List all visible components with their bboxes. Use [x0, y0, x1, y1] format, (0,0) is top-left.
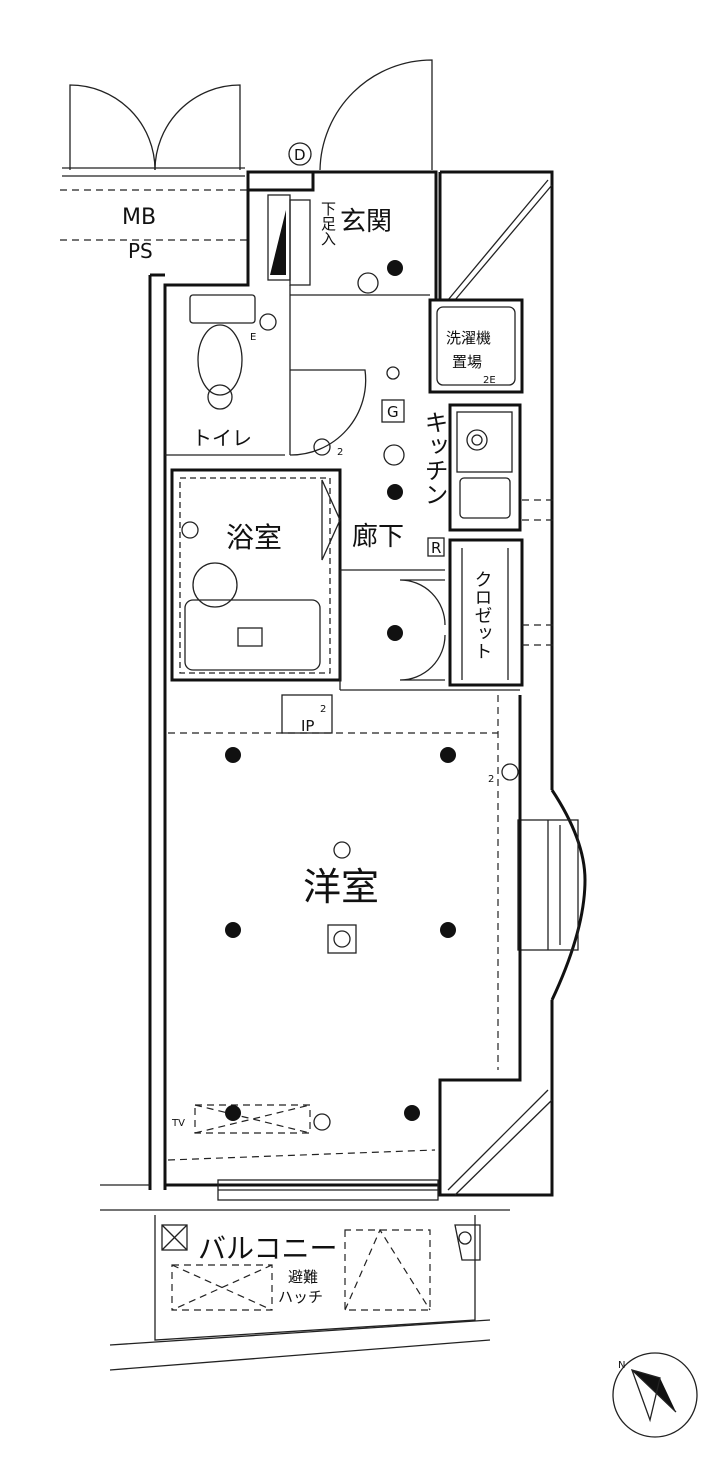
door-marker: D [294, 146, 306, 164]
compass-north-label: N [618, 1360, 625, 1371]
kitchen-label: キッチン [420, 410, 448, 506]
hallway-closet-area [340, 579, 520, 691]
ceiling-lights [225, 260, 456, 1121]
intercom-marker: IP [301, 717, 314, 735]
right-utilities [428, 298, 555, 687]
bath-label: 浴室 [226, 521, 282, 554]
balcony [109, 1215, 491, 1371]
outlet-2a: 2 [337, 447, 343, 458]
escape-hatch-label-1: 避難 [288, 1268, 318, 1286]
outlet-2e: 2E [483, 375, 496, 386]
compass [612, 1352, 698, 1438]
ps-label: PS [128, 239, 153, 263]
laundry-label-2: 置場 [452, 353, 482, 371]
mb-label: MB [122, 205, 156, 230]
walls [100, 170, 587, 1211]
outlet-e: E [250, 332, 256, 343]
balcony-label: バルコニー [198, 1232, 337, 1265]
bath-room [170, 468, 445, 690]
shoe-cabinet-label: 下足入 [292, 201, 337, 246]
closet-label: クロゼット [472, 570, 493, 660]
shoe-cabinet-text: 下足入 [292, 201, 337, 246]
gas-marker: G [387, 403, 399, 421]
fridge-marker: R [431, 539, 441, 557]
genkan-label: 玄関 [340, 207, 392, 237]
western-room [167, 695, 499, 1161]
toilet-room [165, 294, 367, 456]
western-room-label: 洋室 [303, 865, 379, 909]
hallway-label: 廊下 [352, 522, 404, 552]
outlet-2c: 2 [488, 774, 494, 785]
corridor-area [60, 59, 433, 241]
toilet-label: トイレ [192, 426, 252, 450]
fixtures [181, 272, 519, 1131]
tv-marker: TV [171, 1118, 185, 1129]
escape-hatch-label-2: ハッチ [278, 1288, 323, 1306]
entry-zone [246, 170, 430, 455]
outlet-2b: 2 [320, 704, 326, 715]
laundry-label-1: 洗濯機 [446, 329, 491, 347]
